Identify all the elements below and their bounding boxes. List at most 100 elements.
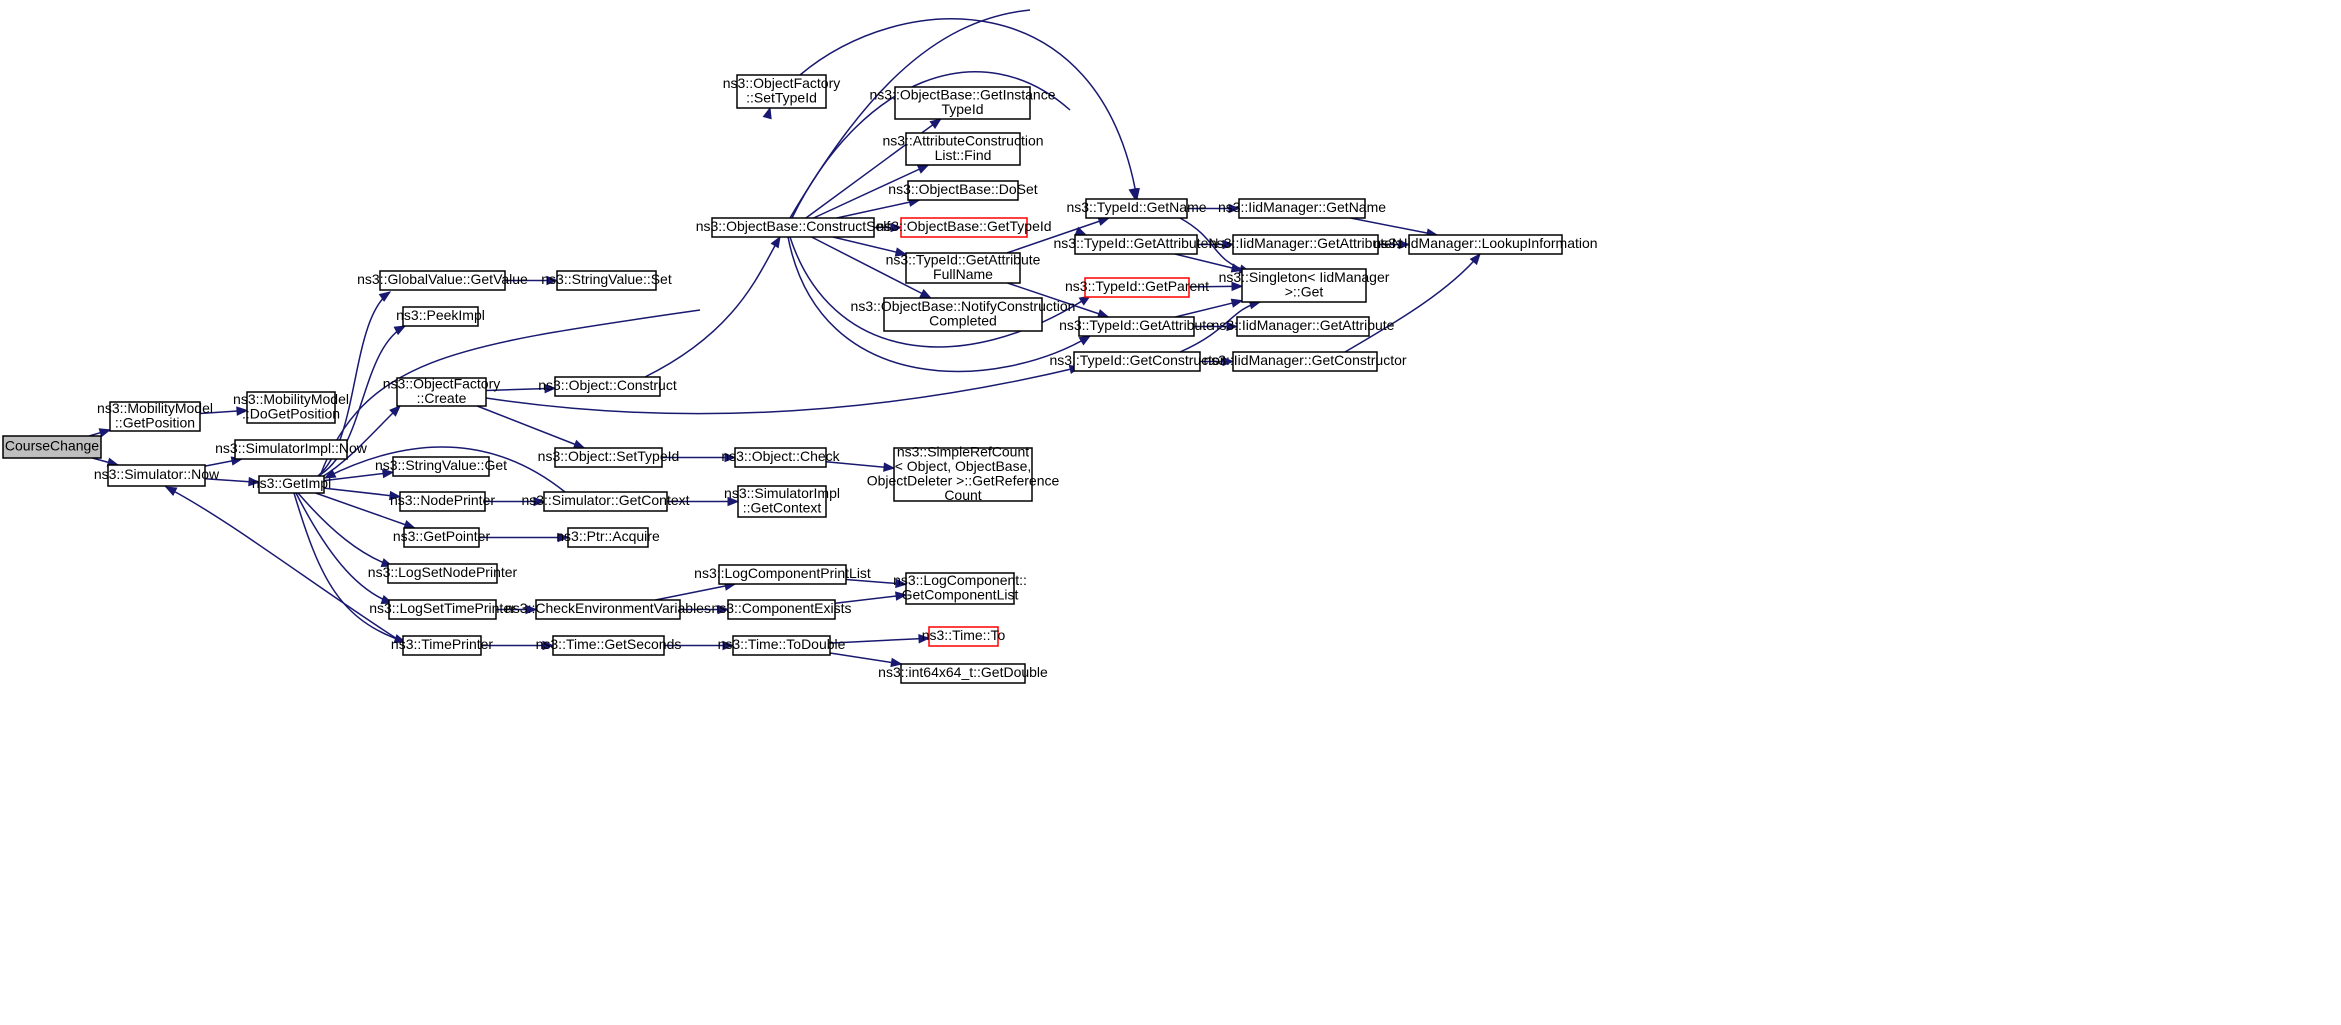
- node-label: ObjectDeleter >::GetReference: [867, 472, 1060, 488]
- node-PeekImpl[interactable]: ns3::PeekImpl: [396, 306, 485, 327]
- node-label: ::GetPosition: [115, 414, 195, 430]
- node-OB_DoSet[interactable]: ns3::ObjectBase::DoSet: [888, 180, 1038, 201]
- node-label: ns3::int64x64_t::GetDouble: [878, 664, 1048, 680]
- node-TI_GetAttributeN[interactable]: ns3::TypeId::GetAttributeN: [1054, 234, 1219, 255]
- node-Time_GetSeconds[interactable]: ns3::Time::GetSeconds: [536, 635, 682, 656]
- node-IM_LookupInformation[interactable]: ns3::IidManager::LookupInformation: [1373, 234, 1598, 255]
- node-IM_GetAttribute[interactable]: ns3::IidManager::GetAttribute: [1212, 316, 1395, 337]
- edge-ComponentExists-to-LC_GetList: [834, 591, 908, 604]
- edge-arrowhead: [919, 288, 932, 299]
- edge-arrowhead: [1078, 335, 1092, 346]
- node-TI_GetAttribute[interactable]: ns3::TypeId::GetAttribute: [1059, 316, 1214, 337]
- node-GV_GetValue[interactable]: ns3::GlobalValue::GetValue: [357, 270, 528, 291]
- node-MM_GetPosition[interactable]: ns3::MobilityModel::GetPosition: [97, 400, 213, 432]
- node-LogCompPrintList[interactable]: ns3::LogComponentPrintList: [694, 564, 871, 585]
- node-box: [535, 599, 681, 620]
- node-Time_ToDouble[interactable]: ns3::Time::ToDouble: [718, 635, 846, 656]
- edge-TI_GetAttribute-to-Singleton_Get: [1175, 298, 1244, 318]
- node-OF_SetTypeId[interactable]: ns3::ObjectFactory::SetTypeId: [723, 74, 841, 109]
- node-TI_GetParent[interactable]: ns3::TypeId::GetParent: [1065, 277, 1209, 298]
- node-label: CourseChange: [5, 438, 99, 454]
- edge-arrowhead: [546, 275, 559, 286]
- node-box: [567, 527, 649, 548]
- node-Sim_GetContext[interactable]: ns3::Simulator::GetContext: [521, 491, 690, 512]
- edge-line: [834, 594, 907, 604]
- edge-arrowhead: [727, 496, 740, 507]
- edge-line: [323, 471, 394, 482]
- node-label: ns3::TypeId::GetAttribute: [1059, 317, 1214, 333]
- edge-arrowhead: [572, 439, 586, 449]
- node-MM_DoGetPosition[interactable]: ns3::MobilityModel::DoGetPosition: [233, 391, 349, 424]
- edge-GetPointer-to-Ptr_Acquire: [479, 532, 570, 543]
- node-label: ns3::ObjectBase::DoSet: [888, 181, 1038, 197]
- node-SRC_GetRef[interactable]: ns3::SimpleRefCount< Object, ObjectBase,…: [867, 443, 1060, 503]
- node-label: ::DoGetPosition: [242, 405, 340, 421]
- node-Sim_Now[interactable]: ns3::Simulator::Now: [94, 464, 220, 487]
- node-box: [737, 485, 827, 518]
- node-Obj_SetTypeId[interactable]: ns3::Object::SetTypeId: [538, 447, 680, 468]
- edge-arrowhead: [722, 640, 735, 651]
- node-box: [905, 252, 1021, 284]
- node-LogSetNodePrinter[interactable]: ns3::LogSetNodePrinter: [368, 563, 518, 584]
- node-label: ns3::ObjectFactory: [723, 75, 841, 91]
- edges-layer: [88, 9, 1481, 668]
- edge-TI_GetName-to-IM_GetName: [1187, 203, 1241, 214]
- node-GetPointer[interactable]: ns3::GetPointer: [393, 527, 491, 548]
- node-NodePrinter[interactable]: ns3::NodePrinter: [390, 491, 495, 512]
- node-LogSetTimePrinter[interactable]: ns3::LogSetTimePrinter: [369, 599, 516, 620]
- node-Ptr_Acquire[interactable]: ns3::Ptr::Acquire: [556, 527, 660, 548]
- node-SimImpl_GetContext[interactable]: ns3::SimulatorImpl::GetContext: [724, 485, 840, 518]
- node-label: ns3::IidManager::GetName: [1218, 199, 1386, 215]
- node-box: [554, 447, 663, 468]
- node-box: [402, 306, 479, 327]
- node-OB_ConstructSelf[interactable]: ns3::ObjectBase::ConstructSelf: [696, 217, 891, 238]
- node-TI_GetConstructor[interactable]: ns3::TypeId::GetConstructor: [1049, 351, 1225, 372]
- node-label: ns3::CheckEnvironmentVariables: [505, 600, 711, 616]
- node-box: [387, 563, 498, 584]
- node-Obj_Check[interactable]: ns3::Object::Check: [721, 447, 841, 468]
- edge-TI_GetParent-to-Singleton_Get: [1188, 281, 1244, 292]
- node-label: ns3::GetImpl: [252, 475, 331, 491]
- edge-arrowhead: [890, 222, 903, 233]
- node-IM_GetAttributeN[interactable]: ns3::IidManager::GetAttributeN: [1209, 234, 1402, 255]
- node-SV_Set[interactable]: ns3::StringValue::Set: [541, 270, 672, 291]
- node-label: ns3::MobilityModel: [233, 391, 349, 407]
- node-OB_NotifyConstruction[interactable]: ns3::ObjectBase::NotifyConstructionCompl…: [851, 297, 1076, 332]
- edge-line: [811, 236, 932, 299]
- node-SV_Get[interactable]: ns3::StringValue::Get: [375, 456, 507, 477]
- edge-line: [791, 71, 1071, 219]
- edge-line: [165, 486, 406, 645]
- node-box: [718, 564, 847, 585]
- node-GetImpl[interactable]: ns3::GetImpl: [252, 475, 331, 494]
- node-OB_GetTypeId[interactable]: ns3::ObjectBase::GetTypeId: [876, 217, 1052, 238]
- node-TimePrinter[interactable]: ns3::TimePrinter: [391, 635, 494, 656]
- node-IM_GetConstructor[interactable]: ns3::IidManager::GetConstructor: [1203, 351, 1407, 372]
- node-SimImpl_Now[interactable]: ns3::SimulatorImpl::Now: [215, 439, 368, 460]
- node-CheckEnv[interactable]: ns3::CheckEnvironmentVariables: [505, 599, 711, 620]
- node-OF_Create[interactable]: ns3::ObjectFactory::Create: [383, 375, 501, 407]
- edge-arrowhead: [1230, 263, 1244, 273]
- edge-arrowhead: [389, 405, 401, 417]
- nodes-layer: CourseChange ns3::MobilityModel::GetPosit…: [2, 74, 1598, 684]
- node-Time_To[interactable]: ns3::Time::To: [922, 626, 1006, 647]
- node-Obj_Construct[interactable]: ns3::Object::Construct: [538, 376, 677, 397]
- node-ComponentExists[interactable]: ns3::ComponentExists: [711, 599, 852, 620]
- edge-line: [295, 492, 393, 604]
- node-box: [1074, 234, 1198, 255]
- node-label: ns3::Object::Check: [721, 448, 840, 464]
- node-label: ns3::TypeId::GetConstructor: [1049, 352, 1224, 368]
- node-label: ns3::LogSetNodePrinter: [368, 564, 518, 580]
- edge-arrowhead: [1226, 321, 1239, 332]
- node-LC_GetList[interactable]: ns3::LogComponent::GetComponentList: [893, 572, 1027, 605]
- node-box: [1073, 351, 1201, 372]
- node-int64_GetDouble[interactable]: ns3::int64x64_t::GetDouble: [878, 663, 1048, 684]
- node-IM_GetName[interactable]: ns3::IidManager::GetName: [1218, 198, 1386, 219]
- node-label: < Object, ObjectBase,: [895, 458, 1032, 474]
- node-Singleton_Get[interactable]: ns3::Singleton< IidManager>::Get: [1219, 268, 1390, 303]
- node-box: [396, 377, 487, 407]
- node-TI_GetName[interactable]: ns3::TypeId::GetName: [1066, 198, 1207, 219]
- edge-arrowhead: [98, 428, 112, 438]
